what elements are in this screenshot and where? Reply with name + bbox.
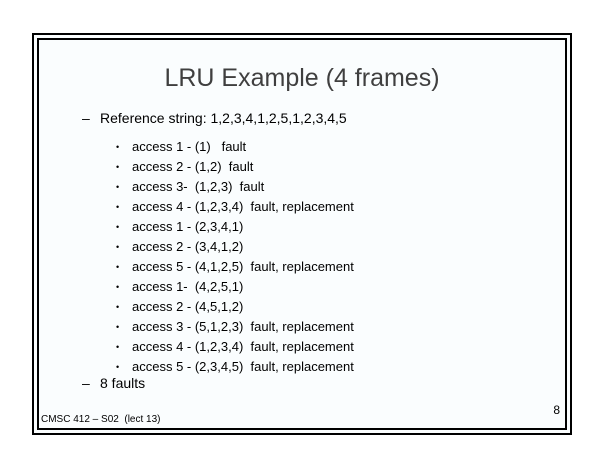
reference-string-line: –Reference string: 1,2,3,4,1,2,5,1,2,3,4…	[82, 110, 347, 126]
slide-title: LRU Example (4 frames)	[164, 64, 440, 92]
dot-bullet: •	[116, 342, 120, 352]
list-item: • access 3- (1,2,3) fault	[116, 177, 354, 197]
list-item: • access 1 - (1) fault	[116, 137, 354, 157]
dot-bullet: •	[116, 262, 120, 272]
dot-bullet: •	[116, 162, 120, 172]
step-text: access 2 - (3,4,1,2)	[132, 239, 244, 254]
list-item: • access 2 - (3,4,1,2)	[116, 237, 354, 257]
dot-bullet: •	[116, 182, 120, 192]
dash-bullet: –	[82, 375, 90, 391]
step-text: access 5 - (4,1,2,5) fault, replacement	[132, 259, 354, 274]
step-text: access 3- (1,2,3) fault	[132, 179, 265, 194]
step-text: access 5 - (2,3,4,5) fault, replacement	[132, 359, 354, 374]
list-item: • access 4 - (1,2,3,4) fault, replacement	[116, 337, 354, 357]
dot-bullet: •	[116, 142, 120, 152]
list-item: • access 5 - (4,1,2,5) fault, replacement	[116, 257, 354, 277]
step-text: access 4 - (1,2,3,4) fault, replacement	[132, 339, 354, 354]
step-text: access 1 - (1) fault	[132, 139, 247, 154]
faults-summary-text: 8 faults	[100, 375, 146, 391]
step-text: access 2 - (1,2) fault	[132, 159, 254, 174]
slide-page-number: 8	[553, 403, 560, 417]
list-item: • access 3 - (5,1,2,3) fault, replacement	[116, 317, 354, 337]
dot-bullet: •	[116, 362, 120, 372]
footer-course-label: CMSC 412 – S02 (lect 13)	[41, 414, 161, 425]
list-item: • access 4 - (1,2,3,4) fault, replacement	[116, 197, 354, 217]
list-item: • access 5 - (2,3,4,5) fault, replacement	[116, 357, 354, 377]
step-text: access 1 - (2,3,4,1)	[132, 219, 244, 234]
dot-bullet: •	[116, 322, 120, 332]
list-item: • access 2 - (4,5,1,2)	[116, 297, 354, 317]
dot-bullet: •	[116, 282, 120, 292]
step-text: access 1- (4,2,5,1)	[132, 279, 244, 294]
step-text: access 3 - (5,1,2,3) fault, replacement	[132, 319, 354, 334]
dash-bullet: –	[82, 110, 90, 126]
dot-bullet: •	[116, 242, 120, 252]
list-item: • access 2 - (1,2) fault	[116, 157, 354, 177]
step-text: access 4 - (1,2,3,4) fault, replacement	[132, 199, 354, 214]
list-item: • access 1 - (2,3,4,1)	[116, 217, 354, 237]
faults-summary-line: –8 faults	[82, 375, 145, 391]
access-steps-list: • access 1 - (1) fault • access 2 - (1,2) …	[116, 137, 354, 377]
dot-bullet: •	[116, 302, 120, 312]
list-item: • access 1- (4,2,5,1)	[116, 277, 354, 297]
slide: LRU Example (4 frames) –Reference string…	[32, 33, 572, 435]
step-text: access 2 - (4,5,1,2)	[132, 299, 244, 314]
reference-string-text: Reference string: 1,2,3,4,1,2,5,1,2,3,4,…	[100, 110, 347, 126]
dot-bullet: •	[116, 202, 120, 212]
dot-bullet: •	[116, 222, 120, 232]
